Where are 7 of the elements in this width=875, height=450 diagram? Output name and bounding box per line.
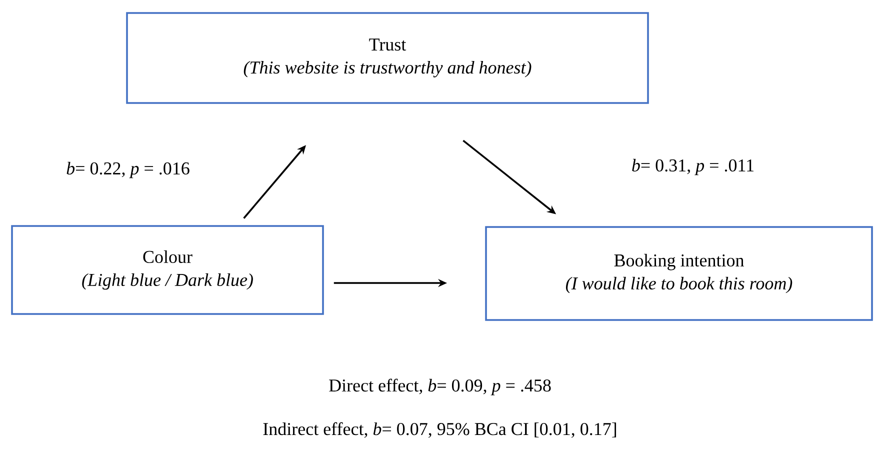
process-box: Booking intention (I would like to book this room) [485, 226, 873, 321]
edge-label: b= 0.31, p = .011 [632, 158, 754, 176]
process-box: Trust (This website is trustworthy and honest) [126, 12, 649, 104]
effect-note: Indirect effect, b= 0.07, 95% BCa CI [0.01, 0.17] [263, 422, 616, 438]
effect-note: Direct effect, b= 0.09, p = .458 [329, 378, 551, 396]
process-box: Colour (Light blue / Dark blue) [11, 225, 324, 315]
edge-label: b= 0.22, p = .016 [66, 162, 190, 178]
